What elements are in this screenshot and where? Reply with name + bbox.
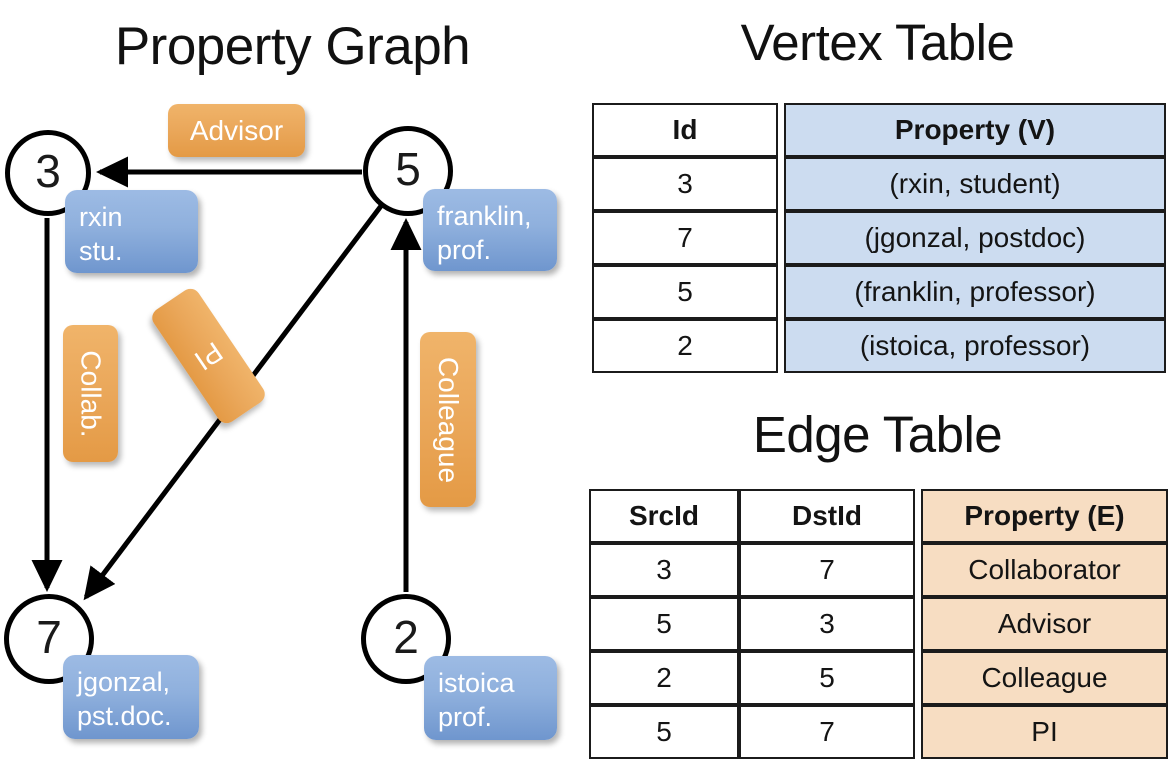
edge-table-cell-dstid: 7 [739, 705, 915, 759]
vertex-node-2-id: 2 [393, 611, 419, 663]
vertex-table-cell-property: (rxin, student) [784, 157, 1166, 211]
vertex-property-rxin-line1: rxin [79, 202, 123, 232]
table-row: 2 5 Colleague [589, 651, 1168, 705]
page-title-property-graph: Property Graph [114, 17, 471, 76]
vertex-table-column-gap [778, 211, 784, 265]
table-row: 5 7 PI [589, 705, 1168, 759]
edge-table-header-srcid: SrcId [589, 489, 739, 543]
edge-table-column-gap [915, 489, 921, 543]
vertex-property-box-istoica: istoica prof. [424, 656, 557, 740]
vertex-node-2: 2 [361, 594, 451, 684]
page-title-vertex-table: Vertex Table [740, 14, 1015, 71]
vertex-property-istoica-line1: istoica [438, 668, 515, 698]
vertex-table-cell-id: 7 [592, 211, 778, 265]
table-row: 5 (franklin, professor) [592, 265, 1166, 319]
edge-table-cell-srcid: 3 [589, 543, 739, 597]
edge-label-advisor: Advisor [168, 104, 305, 157]
edge-table-column-gap [915, 705, 921, 759]
table-row: 3 7 Collaborator [589, 543, 1168, 597]
table-row: 5 3 Advisor [589, 597, 1168, 651]
table-row: 2 (istoica, professor) [592, 319, 1166, 373]
edge-table-cell-dstid: 3 [739, 597, 915, 651]
edge-table-cell-dstid: 5 [739, 651, 915, 705]
vertex-property-istoica-line2: prof. [438, 702, 493, 732]
page-title-edge-table: Edge Table [752, 406, 1003, 463]
vertex-property-franklin-line1: franklin, [437, 201, 532, 231]
vertex-table-cell-id: 2 [592, 319, 778, 373]
edge-table-column-gap [915, 651, 921, 705]
vertex-table-header-property: Property (V) [784, 103, 1166, 157]
edge-label-pi-text: PI [189, 336, 229, 377]
vertex-property-box-rxin: rxin stu. [65, 190, 198, 273]
edge-table-cell-property: Collaborator [921, 543, 1168, 597]
vertex-table-header-id: Id [592, 103, 778, 157]
vertex-node-5: 5 [363, 126, 453, 216]
vertex-property-box-franklin: franklin, prof. [423, 189, 557, 271]
edge-table: SrcId DstId Property (E) 3 7 Collaborato… [589, 489, 1168, 759]
edge-label-collab: Collab. [63, 325, 118, 462]
vertex-table-cell-id: 3 [592, 157, 778, 211]
vertex-table-cell-property: (jgonzal, postdoc) [784, 211, 1166, 265]
vertex-property-franklin-line2: prof. [437, 235, 492, 265]
edge-table-header-row: SrcId DstId Property (E) [589, 489, 1168, 543]
vertex-node-3-id: 3 [35, 145, 61, 197]
edge-table-cell-srcid: 5 [589, 705, 739, 759]
edge-table-header-property: Property (E) [921, 489, 1168, 543]
vertex-table-column-gap [778, 103, 784, 157]
edge-table-cell-dstid: 7 [739, 543, 915, 597]
vertex-table-column-gap [778, 319, 784, 373]
vertex-node-7-id: 7 [36, 611, 62, 663]
edge-table-cell-property: PI [921, 705, 1168, 759]
edge-table-column-gap [915, 597, 921, 651]
vertex-table-header-row: Id Property (V) [592, 103, 1166, 157]
edge-table-column-gap [915, 543, 921, 597]
vertex-node-5-id: 5 [395, 143, 421, 195]
vertex-property-jgonzal-line1: jgonzal, [77, 667, 171, 697]
edge-label-colleague: Colleague [420, 332, 476, 507]
edge-table-cell-property: Colleague [921, 651, 1168, 705]
table-row: 3 (rxin, student) [592, 157, 1166, 211]
vertex-table-column-gap [778, 265, 784, 319]
edge-table-cell-property: Advisor [921, 597, 1168, 651]
vertex-table-column-gap [778, 157, 784, 211]
edge-label-collab-text: Collab. [75, 349, 107, 438]
vertex-table-cell-property: (istoica, professor) [784, 319, 1166, 373]
vertex-property-rxin-line2: stu. [79, 236, 123, 266]
vertex-table: Id Property (V) 3 (rxin, student) 7 (jgo… [592, 103, 1166, 373]
table-row: 7 (jgonzal, postdoc) [592, 211, 1166, 265]
vertex-table-cell-id: 5 [592, 265, 778, 319]
vertex-property-box-jgonzal: jgonzal, pst.doc. [63, 655, 199, 739]
vertex-property-jgonzal-line2: pst.doc. [77, 701, 172, 731]
edge-label-colleague-text: Colleague [433, 356, 465, 483]
edge-label-advisor-text: Advisor [189, 114, 284, 146]
edge-table-header-dstid: DstId [739, 489, 915, 543]
vertex-table-cell-property: (franklin, professor) [784, 265, 1166, 319]
edge-table-cell-srcid: 5 [589, 597, 739, 651]
edge-table-cell-srcid: 2 [589, 651, 739, 705]
